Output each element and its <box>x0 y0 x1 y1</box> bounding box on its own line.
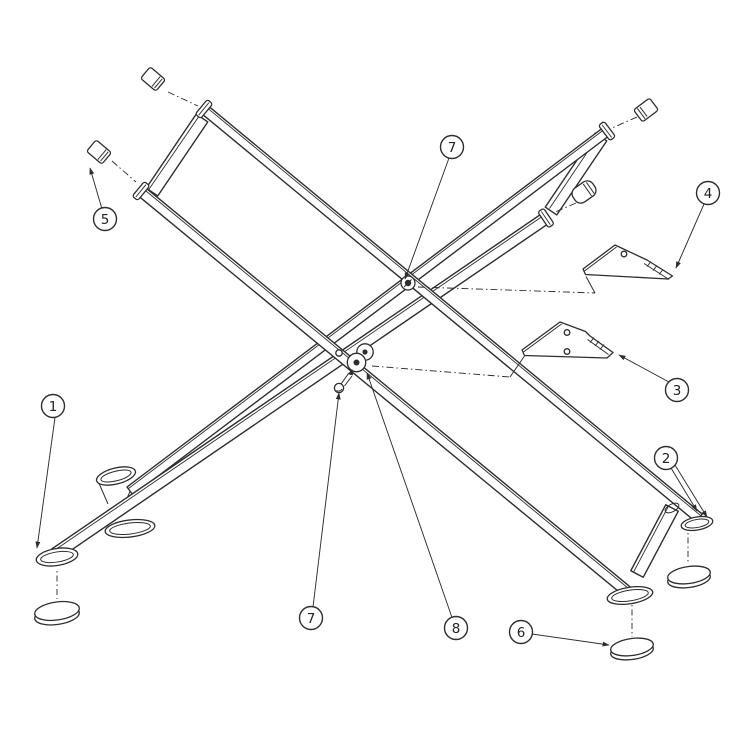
callout-number: 1 <box>49 399 58 415</box>
leader-line <box>618 354 670 383</box>
callout-2: 2 <box>653 445 679 471</box>
end-cap <box>633 98 659 122</box>
leader-line <box>312 392 341 608</box>
foot-ring <box>680 515 714 532</box>
callout-7-upper: 7 <box>439 134 465 160</box>
leader-line <box>89 167 103 210</box>
callout-number: 8 <box>452 621 461 637</box>
callout-number: 7 <box>448 140 457 156</box>
cross-rung-bottom-right <box>630 502 680 578</box>
callout-4: 4 <box>695 180 721 206</box>
leader-line <box>404 157 450 280</box>
leader-line <box>670 467 698 512</box>
end-cap <box>86 140 112 164</box>
callout-3: 3 <box>664 377 690 403</box>
callout-number: 6 <box>517 625 526 641</box>
leg-rail-b-far <box>200 104 703 523</box>
bolt-hole <box>335 349 343 357</box>
cross-rung-bottom-left <box>95 466 137 505</box>
tube-end-collars <box>132 99 616 228</box>
frame-assembly-a <box>35 126 611 567</box>
leader-line <box>366 372 453 618</box>
callout-number: 5 <box>101 212 110 228</box>
leader-line <box>674 464 708 518</box>
leg-rail-a-near <box>50 212 551 560</box>
callout-number: 2 <box>662 451 671 467</box>
foot-ring <box>104 518 156 539</box>
pivot-bolt-front <box>333 369 353 394</box>
callout-number: 7 <box>307 611 316 627</box>
foot-pad <box>34 600 80 626</box>
callout-7-lower: 7 <box>298 605 324 631</box>
callout-number: 3 <box>673 383 682 399</box>
callout-6: 6 <box>508 619 534 645</box>
callout-number: 4 <box>704 186 713 202</box>
foot-ring <box>606 585 654 606</box>
mounting-bracket-3 <box>521 321 614 359</box>
pivot-bolt-rear <box>400 275 416 291</box>
foot-ring <box>35 547 79 567</box>
mounting-bracket-4 <box>582 244 674 280</box>
pivot-washer <box>346 352 367 373</box>
leg-rail-b-near <box>136 186 634 598</box>
leader-line <box>675 203 705 269</box>
foot-pad <box>667 565 711 589</box>
callout-8: 8 <box>443 615 469 641</box>
end-cap <box>571 180 597 204</box>
callout-1: 1 <box>40 393 66 419</box>
foot-pad <box>610 637 654 661</box>
leader-line <box>531 633 610 647</box>
leg-rail-a-far <box>126 126 611 496</box>
pivot-hardware <box>333 275 416 394</box>
leader-line <box>35 417 56 549</box>
center-lines <box>56 91 689 637</box>
cross-rung-top-left <box>145 113 209 197</box>
frame-assembly-b <box>136 104 714 606</box>
end-cap <box>140 67 166 91</box>
callout-5: 5 <box>92 206 118 232</box>
leader-lines <box>35 157 708 647</box>
